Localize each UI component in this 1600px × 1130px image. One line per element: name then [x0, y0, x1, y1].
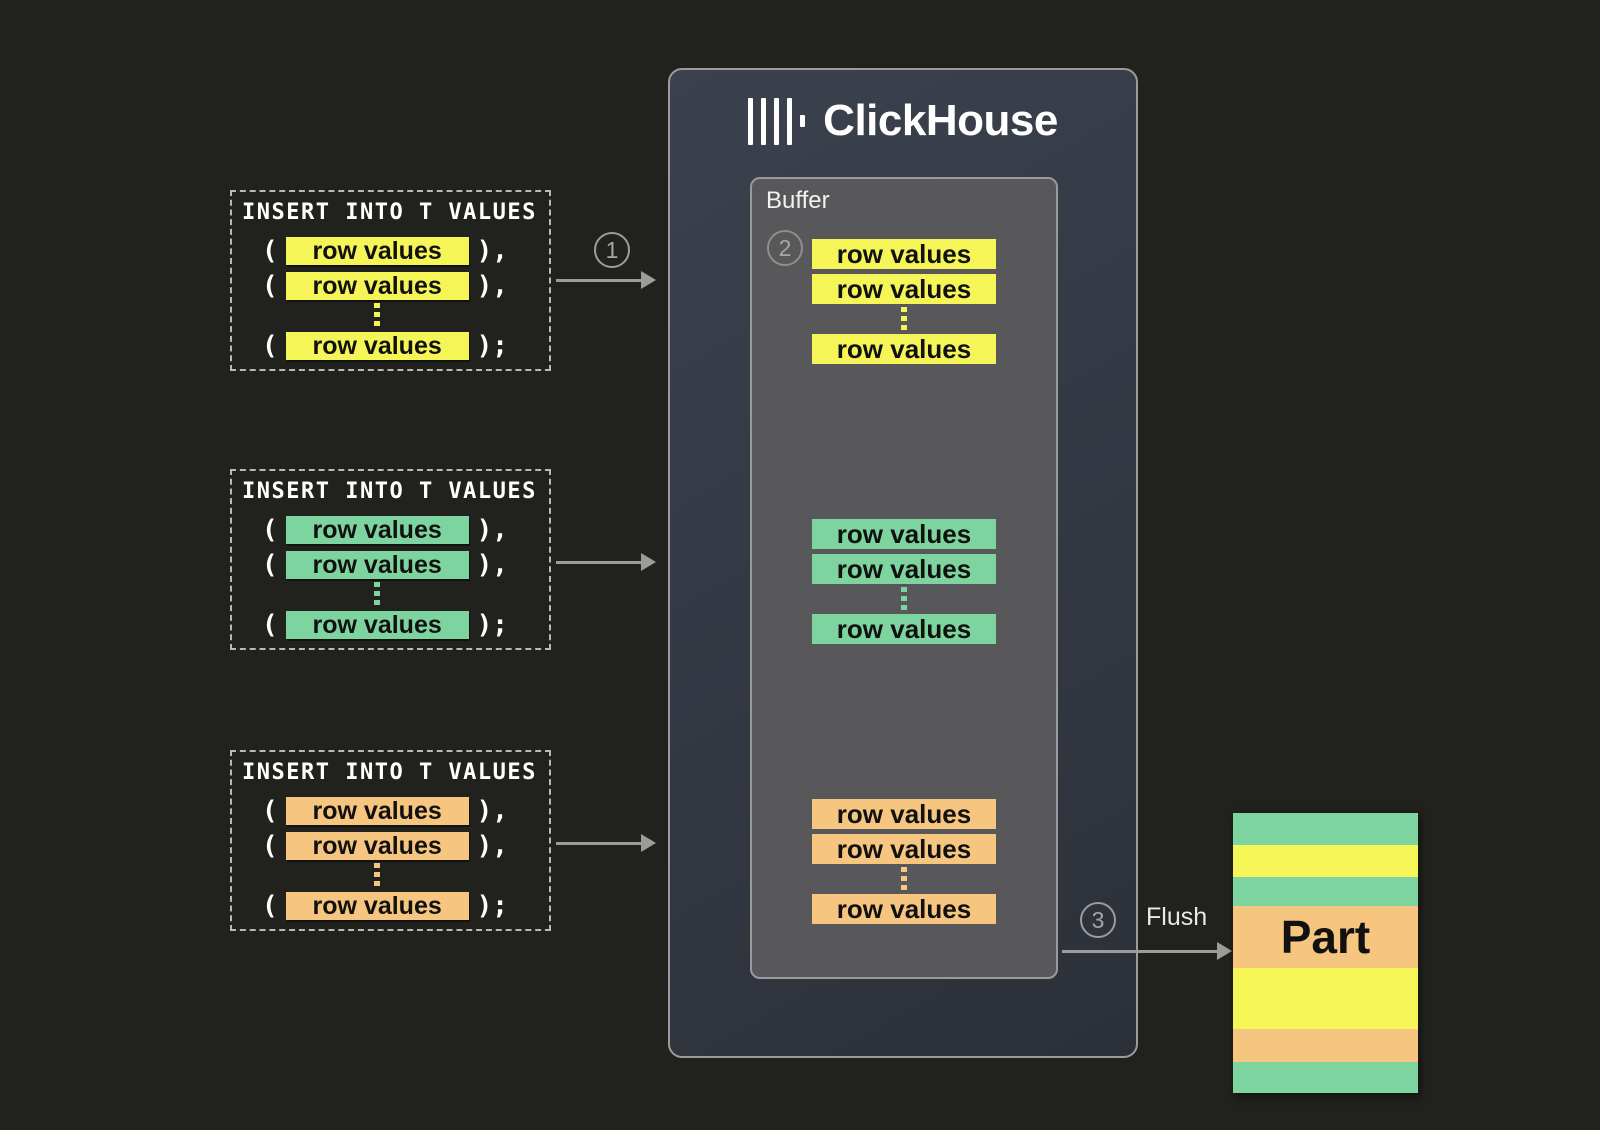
- part-stripe-orange: Part: [1233, 906, 1418, 968]
- part-stripe-green: [1233, 1062, 1418, 1093]
- buffer-row-chip: row values: [812, 274, 996, 304]
- arrow-flush-icon: [1062, 939, 1232, 963]
- paren-open: (: [262, 796, 278, 826]
- ellipsis-dots-icon: [901, 867, 907, 892]
- paren-close-comma: ),: [476, 831, 508, 861]
- paren-open: (: [262, 891, 278, 921]
- insert-row: ( row values ),: [262, 550, 508, 580]
- insert-statement-box-2: INSERT INTO T VALUES ( row values ), ( r…: [230, 469, 551, 650]
- clickhouse-panel: ClickHouse Buffer 2 row values row value…: [668, 68, 1138, 1058]
- row-values-chip: row values: [285, 832, 469, 860]
- ellipsis-dots-icon: [374, 863, 380, 888]
- paren-close-comma: ),: [476, 550, 508, 580]
- paren-close-comma: ),: [476, 515, 508, 545]
- insert-row: ( row values ),: [262, 236, 508, 266]
- buffer-row-chip: row values: [812, 894, 996, 924]
- row-values-chip: row values: [285, 332, 469, 360]
- part-stripe-green: [1233, 813, 1418, 845]
- clickhouse-logo-icon: [748, 97, 806, 145]
- step-circle-3: 3: [1080, 902, 1116, 938]
- insert-row: ( row values );: [262, 610, 508, 640]
- part-stripe-green: [1233, 877, 1418, 906]
- buffer-row-chip: row values: [812, 834, 996, 864]
- insert-row: ( row values ),: [262, 271, 508, 301]
- ellipsis-dots-icon: [374, 582, 380, 607]
- row-values-chip: row values: [285, 797, 469, 825]
- buffer-row-chip: row values: [812, 239, 996, 269]
- buffer-row-chip: row values: [812, 554, 996, 584]
- insert-title: INSERT INTO T VALUES: [242, 479, 537, 504]
- insert-title: INSERT INTO T VALUES: [242, 200, 537, 225]
- step-circle-1: 1: [594, 232, 630, 268]
- insert-statement-box-3: INSERT INTO T VALUES ( row values ), ( r…: [230, 750, 551, 931]
- row-values-chip: row values: [285, 611, 469, 639]
- row-values-chip: row values: [285, 551, 469, 579]
- paren-close-comma: ),: [476, 236, 508, 266]
- clickhouse-header: ClickHouse: [670, 96, 1136, 146]
- row-values-chip: row values: [285, 272, 469, 300]
- ellipsis-dots-icon: [901, 307, 907, 332]
- insert-row: ( row values ),: [262, 796, 508, 826]
- part-label: Part: [1280, 911, 1371, 963]
- part-box: Part: [1233, 813, 1418, 1093]
- step-circle-2: 2: [767, 230, 803, 266]
- paren-open: (: [262, 610, 278, 640]
- paren-close-semicolon: );: [476, 891, 508, 921]
- buffer-row-chip: row values: [812, 519, 996, 549]
- ellipsis-dots-icon: [374, 303, 380, 328]
- insert-row: ( row values ),: [262, 831, 508, 861]
- buffer-row-chip: row values: [812, 799, 996, 829]
- insert-statement-box-1: INSERT INTO T VALUES ( row values ), ( r…: [230, 190, 551, 371]
- buffer-row-chip: row values: [812, 334, 996, 364]
- insert-row: ( row values );: [262, 891, 508, 921]
- insert-row: ( row values ),: [262, 515, 508, 545]
- insert-row: ( row values );: [262, 331, 508, 361]
- paren-close-semicolon: );: [476, 331, 508, 361]
- insert-title: INSERT INTO T VALUES: [242, 760, 537, 785]
- part-stripe-yellow: [1233, 968, 1418, 1029]
- part-stripe-yellow: [1233, 845, 1418, 877]
- flush-label: Flush: [1146, 903, 1208, 931]
- buffer-label: Buffer: [766, 187, 830, 214]
- clickhouse-title: ClickHouse: [823, 96, 1058, 145]
- arrow-insert-2-icon: [556, 550, 656, 574]
- buffer-row-chip: row values: [812, 614, 996, 644]
- row-values-chip: row values: [285, 516, 469, 544]
- paren-open: (: [262, 831, 278, 861]
- paren-open: (: [262, 515, 278, 545]
- ellipsis-dots-icon: [901, 587, 907, 612]
- paren-open: (: [262, 550, 278, 580]
- buffer-box: Buffer 2 row values row values row value…: [750, 177, 1058, 979]
- paren-close-semicolon: );: [476, 610, 508, 640]
- paren-close-comma: ),: [476, 271, 508, 301]
- paren-open: (: [262, 236, 278, 266]
- paren-close-comma: ),: [476, 796, 508, 826]
- part-stripe-orange: [1233, 1029, 1418, 1062]
- row-values-chip: row values: [285, 237, 469, 265]
- paren-open: (: [262, 331, 278, 361]
- arrow-insert-3-icon: [556, 831, 656, 855]
- row-values-chip: row values: [285, 892, 469, 920]
- paren-open: (: [262, 271, 278, 301]
- arrow-insert-1-icon: [556, 268, 656, 292]
